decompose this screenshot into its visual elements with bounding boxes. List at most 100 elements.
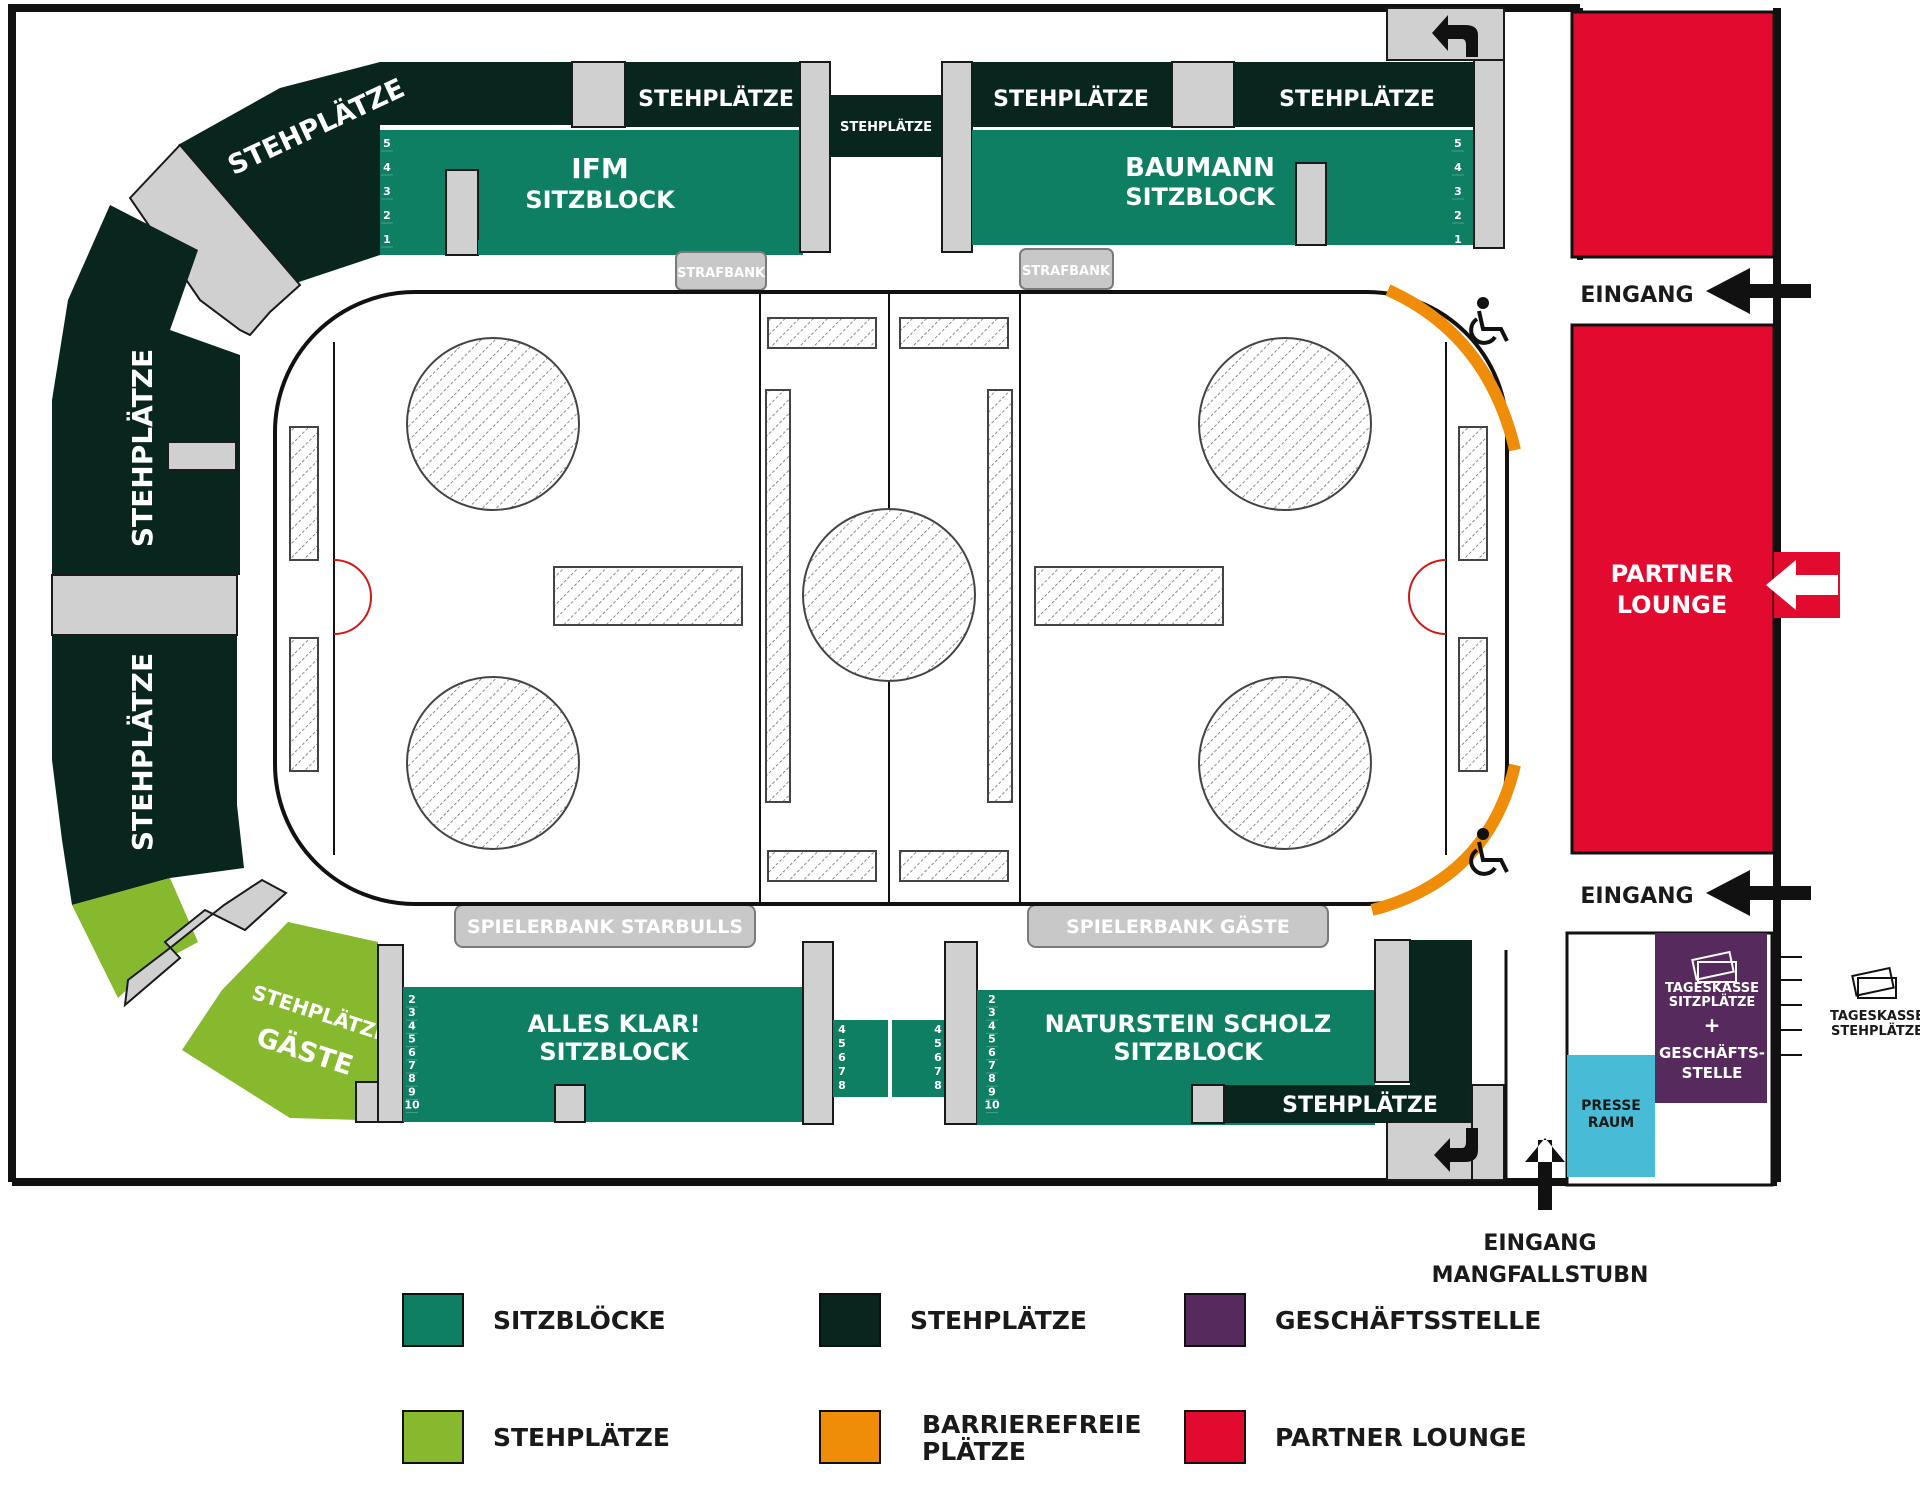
walkway-ifm-stair: [445, 169, 479, 256]
row-number: 5: [934, 1037, 942, 1050]
legend-label: PLÄTZE: [922, 1436, 1026, 1466]
arrow-left-icon-lounge: [1766, 560, 1838, 610]
block-baumann-type: SITZBLOCK: [1125, 183, 1276, 211]
faceoff-circle-bl: [406, 676, 580, 850]
ticket-icon: [1691, 950, 1737, 983]
walkway-top-center-right: [941, 61, 973, 253]
row-number: 6: [934, 1051, 942, 1064]
penalty-bench-2: [1019, 248, 1114, 290]
goal-crease-right: [1408, 559, 1447, 635]
legend-label: STEHPLÄTZE: [910, 1305, 1087, 1335]
row-number: 2: [383, 209, 391, 222]
entrance-middle-label: EINGANG: [1580, 884, 1693, 909]
press-room: [1567, 1055, 1655, 1177]
press-room-label-1: PRESSE: [1581, 1098, 1641, 1114]
entrance-top-label: EINGANG: [1580, 283, 1693, 308]
faceoff-circle-center: [802, 508, 976, 682]
walkway-bottom-1: [377, 944, 404, 1123]
partner-lounge-label-1: PARTNER: [1611, 560, 1734, 588]
block-naturstein-type: SITZBLOCK: [1113, 1038, 1264, 1066]
rink-marking-4: [987, 389, 1013, 803]
standing-top-right-2-label: STEHPLÄTZE: [1279, 86, 1435, 112]
rink-marking-8: [899, 850, 1009, 882]
block-ifm-ext: [478, 240, 633, 255]
block-ifm-name: IFM: [571, 152, 628, 185]
block-alles-klar: [403, 987, 803, 1122]
arrow-left-icon-entrance-middle: [1706, 870, 1811, 916]
standing-left-upper: [52, 205, 240, 575]
legend-label: STEHPLÄTZE: [493, 1422, 670, 1452]
partner-lounge-label-2: LOUNGE: [1617, 591, 1728, 619]
standing-green-corner: [72, 878, 198, 998]
partner-lounge-top: [1570, 10, 1776, 259]
walkway-bottom-right-col: [1374, 939, 1411, 1083]
walkway-top-2: [1171, 61, 1235, 128]
standing-left-upper-label: STEHPLÄTZE: [125, 349, 159, 547]
row-number: 6: [838, 1051, 846, 1064]
block-ifm-type: SITZBLOCK: [525, 186, 676, 214]
rink-marking-11: [1458, 426, 1488, 561]
rink-marking-12: [1458, 637, 1488, 772]
row-number: 10: [984, 1099, 1000, 1112]
row-number: 7: [838, 1065, 846, 1078]
entrance-bottom-label-2: MANGFALLSTUBN: [1432, 1263, 1649, 1288]
block-alles-klar-name: ALLES KLAR!: [527, 1010, 700, 1038]
row-number: 4: [838, 1023, 846, 1036]
player-bench-away-label: SPIELERBANK GÄSTE: [1066, 914, 1290, 938]
walkway-bottom-center-right: [944, 941, 978, 1125]
wheelchair-icon: [1469, 297, 1509, 345]
row-number: 4: [408, 1019, 416, 1032]
u-turn-arrow-icon-top: [1432, 15, 1478, 57]
block-naturstein-name: NATURSTEIN SCHOLZ: [1045, 1010, 1332, 1038]
standing-bottom-right-label: STEHPLÄTZE: [1282, 1092, 1438, 1118]
block-alles-klar-type: SITZBLOCK: [539, 1038, 690, 1066]
row-number: 2: [1454, 209, 1462, 222]
faceoff-circle-br: [1198, 676, 1372, 850]
arrow-up-icon-entrance-bottom: [1525, 1138, 1565, 1210]
row-number: 5: [1454, 137, 1462, 150]
legend-swatch: [1184, 1410, 1246, 1464]
block-mini-right: [892, 1020, 945, 1097]
legend-swatch: [819, 1293, 881, 1347]
block-mini-left: [833, 1020, 888, 1097]
office-label-2: STELLE: [1682, 1064, 1743, 1082]
row-number: 10: [404, 1099, 420, 1112]
faceoff-circle-tl: [406, 337, 580, 511]
row-number: 2: [408, 993, 416, 1006]
walkway-bottom-left-pillar: [355, 1081, 379, 1123]
standing-top-right-2: [1234, 62, 1474, 127]
ticket-windows: [1772, 956, 1802, 1056]
row-number: 9: [408, 1085, 416, 1098]
rink-marking-3: [765, 389, 791, 803]
penalty-bench-1-label: STRAFBANK: [677, 266, 766, 281]
row-number: 3: [383, 185, 391, 198]
standing-top-right-1-label: STEHPLÄTZE: [993, 86, 1149, 112]
walkway-left-small: [167, 441, 237, 471]
block-baumann-name: BAUMANN: [1125, 153, 1275, 183]
walkway-naturstein-stair: [1191, 1084, 1225, 1124]
row-number: 5: [838, 1037, 846, 1050]
block-baumann: [972, 130, 1474, 245]
row-number: 6: [988, 1046, 996, 1059]
standing-top-left-label: STEHPLÄTZE: [638, 86, 794, 112]
row-number: 8: [408, 1072, 416, 1085]
accessible-seating-top: [1385, 284, 1521, 452]
walkway-alles-klar-stair: [554, 1084, 586, 1123]
legend-swatch: [1184, 1293, 1246, 1347]
legend-label: PARTNER LOUNGE: [1275, 1423, 1527, 1452]
standing-ticket-label-1: TAGESKASSE: [1830, 1009, 1920, 1024]
rink-marking-5: [767, 317, 877, 349]
row-number: 7: [934, 1065, 942, 1078]
row-number: 9: [988, 1085, 996, 1098]
standing-ticket-label-2: STEHPLÄTZE: [1831, 1023, 1920, 1039]
ticket-icon: [1851, 966, 1897, 999]
standing-top-right-1: [972, 62, 1172, 127]
rink-marking-1: [553, 566, 743, 626]
penalty-bench-2-label: STRAFBANK: [1022, 264, 1111, 279]
row-number: 6: [408, 1046, 416, 1059]
row-number: 8: [838, 1079, 846, 1092]
